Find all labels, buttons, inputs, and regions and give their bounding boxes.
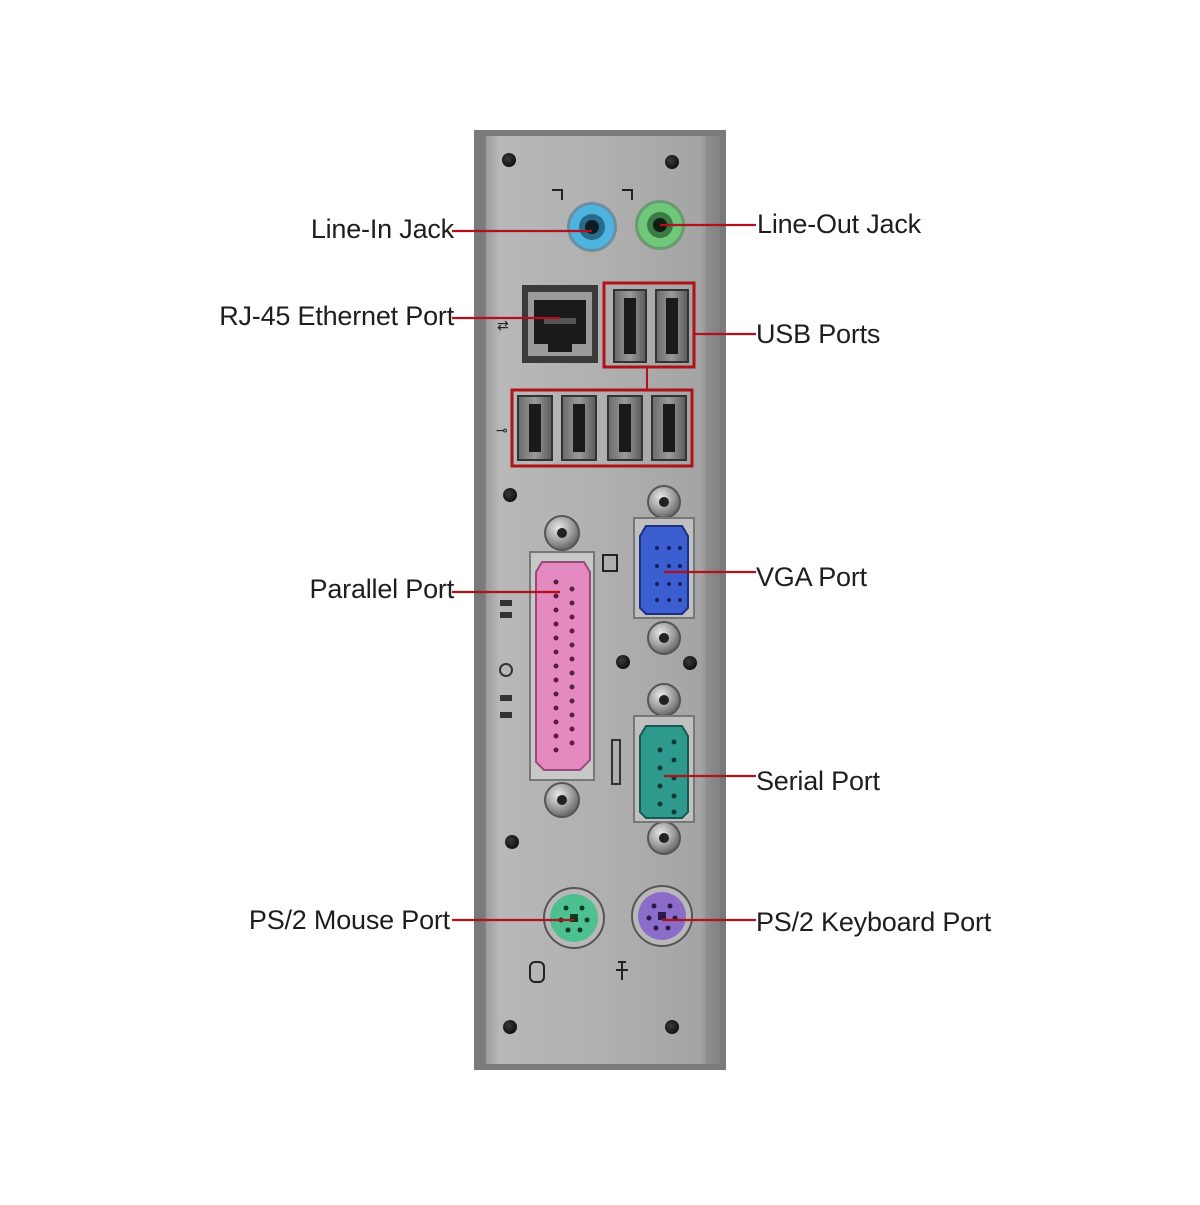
ps2-keyboard-port xyxy=(616,885,693,980)
usb-ports-bottom: ⊸ xyxy=(496,388,694,468)
label-ethernet-port: RJ-45 Ethernet Port xyxy=(219,301,454,331)
ethernet-port: ⇄ xyxy=(497,285,598,363)
label-parallel-port: Parallel Port xyxy=(309,574,455,604)
parallel-port xyxy=(499,515,621,818)
label-serial-port: Serial Port xyxy=(756,766,880,796)
svg-text:⊸: ⊸ xyxy=(496,423,508,439)
ps2-mouse-port xyxy=(529,887,605,983)
label-line-in-jack: Line-In Jack xyxy=(310,214,454,244)
label-line-out-jack: Line-Out Jack xyxy=(757,209,921,239)
label-usb-ports: USB Ports xyxy=(756,319,881,349)
svg-text:⇄: ⇄ xyxy=(497,318,509,334)
mounting-holes xyxy=(502,153,697,1034)
serial-port xyxy=(633,683,695,855)
parallel-pins xyxy=(553,579,575,753)
label-ps2-mouse-port: PS/2 Mouse Port xyxy=(248,905,450,935)
label-ps2-keyboard-port: PS/2 Keyboard Port xyxy=(756,907,992,937)
vga-port xyxy=(602,485,695,655)
line-in-jack xyxy=(567,202,617,252)
label-vga-port: VGA Port xyxy=(756,562,867,592)
audio-icons xyxy=(552,189,633,200)
usb-ports-top xyxy=(602,281,696,369)
callout-lines xyxy=(452,223,756,922)
